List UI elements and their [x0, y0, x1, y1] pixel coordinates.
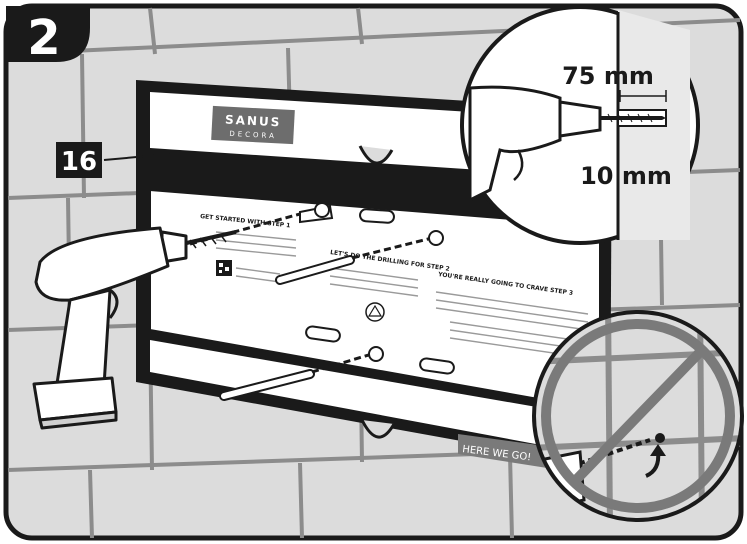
brand-logo: SANUS DECORA — [211, 106, 295, 144]
step-number: 2 — [27, 10, 60, 66]
drill-depth-label: 75 mm — [562, 62, 654, 90]
brand-name: SANUS — [225, 113, 282, 130]
drill-depth-detail: 75 mm 10 mm — [462, 7, 698, 243]
part-number: 16 — [61, 147, 97, 177]
drill-diameter-label: 10 mm — [580, 162, 672, 190]
qr-code-icon — [216, 260, 232, 276]
